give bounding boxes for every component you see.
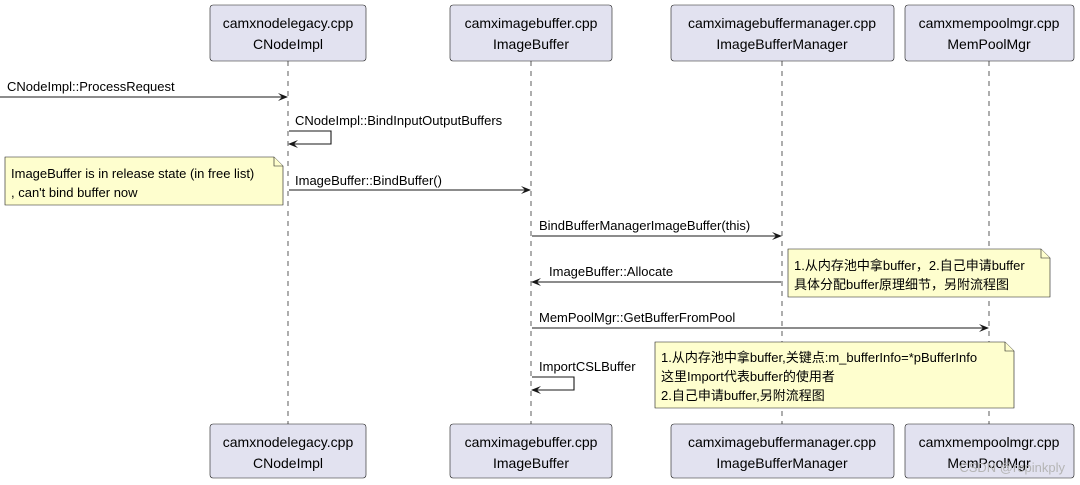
participant-bottom-imagebuffermanager: camximagebuffermanager.cpp ImageBufferMa… bbox=[670, 423, 895, 479]
participant-class-label: ImageBufferManager bbox=[716, 455, 848, 471]
note-allocate-detail: 1.从内存池中拿buffer，2.自己申请buffer 具体分配buffer原理… bbox=[787, 248, 1051, 298]
participant-class-label: MemPoolMgr bbox=[947, 455, 1031, 471]
participant-bottom-cnodeimpl: camxnodelegacy.cpp CNodeImpl bbox=[209, 423, 367, 479]
message-label: ImageBuffer::BindBuffer() bbox=[295, 173, 442, 188]
participant-file-label: camximagebuffer.cpp bbox=[465, 434, 598, 450]
note-line: 1.从内存池中拿buffer,关键点:m_bufferInfo=*pBuffer… bbox=[661, 350, 977, 365]
participant-file-label: camxmempoolmgr.cpp bbox=[919, 434, 1060, 450]
participant-file-label: camximagebuffermanager.cpp bbox=[688, 15, 876, 31]
note-line: 这里Import代表buffer的使用者 bbox=[661, 369, 835, 384]
participant-file-label: camxnodelegacy.cpp bbox=[223, 434, 354, 450]
participant-file-label: camximagebuffermanager.cpp bbox=[688, 434, 876, 450]
participant-top-imagebuffer: camximagebuffer.cpp ImageBuffer bbox=[449, 4, 613, 62]
participant-file-label: camximagebuffer.cpp bbox=[465, 15, 598, 31]
message-self-arrow bbox=[531, 376, 575, 394]
participant-top-cnodeimpl: camxnodelegacy.cpp CNodeImpl bbox=[209, 4, 367, 62]
note-line: 具体分配buffer原理细节，另附流程图 bbox=[794, 277, 1009, 292]
note-import-csl-detail: 1.从内存池中拿buffer,关键点:m_bufferInfo=*pBuffer… bbox=[654, 341, 1015, 409]
message-label: CNodeImpl::BindInputOutputBuffers bbox=[295, 113, 503, 128]
message-get-buffer-from-pool: MemPoolMgr::GetBufferFromPool bbox=[532, 310, 989, 332]
participant-bottom-mempoolmgr: camxmempoolmgr.cpp MemPoolMgr bbox=[904, 423, 1075, 479]
participant-class-label: ImageBufferManager bbox=[716, 36, 848, 52]
message-bind-input-output-buffers: CNodeImpl::BindInputOutputBuffers bbox=[288, 113, 503, 148]
note-line: ImageBuffer is in release state (in free… bbox=[11, 166, 254, 181]
message-label: MemPoolMgr::GetBufferFromPool bbox=[539, 310, 735, 325]
message-import-csl-buffer: ImportCSLBuffer bbox=[531, 359, 636, 394]
message-self-arrow bbox=[288, 130, 332, 148]
message-label: ImageBuffer::Allocate bbox=[549, 264, 673, 279]
participant-bottom-imagebuffer: camximagebuffer.cpp ImageBuffer bbox=[449, 423, 613, 479]
message-process-request: CNodeImpl::ProcessRequest bbox=[0, 79, 288, 101]
participant-class-label: MemPoolMgr bbox=[947, 36, 1031, 52]
message-bind-buffer: ImageBuffer::BindBuffer() bbox=[289, 173, 531, 194]
message-label: BindBufferManagerImageBuffer(this) bbox=[539, 218, 750, 233]
note-release-state: ImageBuffer is in release state (in free… bbox=[4, 156, 284, 206]
participant-file-label: camxnodelegacy.cpp bbox=[223, 15, 354, 31]
participant-top-imagebuffermanager: camximagebuffermanager.cpp ImageBufferMa… bbox=[670, 4, 895, 62]
message-label: ImportCSLBuffer bbox=[539, 359, 636, 374]
participant-class-label: ImageBuffer bbox=[493, 455, 569, 471]
participant-class-label: CNodeImpl bbox=[253, 455, 323, 471]
participant-file-label: camxmempoolmgr.cpp bbox=[919, 15, 1060, 31]
note-line: , can't bind buffer now bbox=[11, 185, 138, 200]
note-line: 2.自己申请buffer,另附流程图 bbox=[661, 388, 825, 403]
participant-class-label: ImageBuffer bbox=[493, 36, 569, 52]
participant-class-label: CNodeImpl bbox=[253, 36, 323, 52]
message-label: CNodeImpl::ProcessRequest bbox=[7, 79, 175, 94]
participant-top-mempoolmgr: camxmempoolmgr.cpp MemPoolMgr bbox=[904, 4, 1075, 62]
note-line: 1.从内存池中拿buffer，2.自己申请buffer bbox=[794, 258, 1025, 273]
message-allocate: ImageBuffer::Allocate bbox=[531, 264, 781, 286]
watermark-text: CSDN @repinkply bbox=[959, 460, 1065, 475]
message-bind-buffer-manager-image-buffer: BindBufferManagerImageBuffer(this) bbox=[532, 218, 782, 240]
